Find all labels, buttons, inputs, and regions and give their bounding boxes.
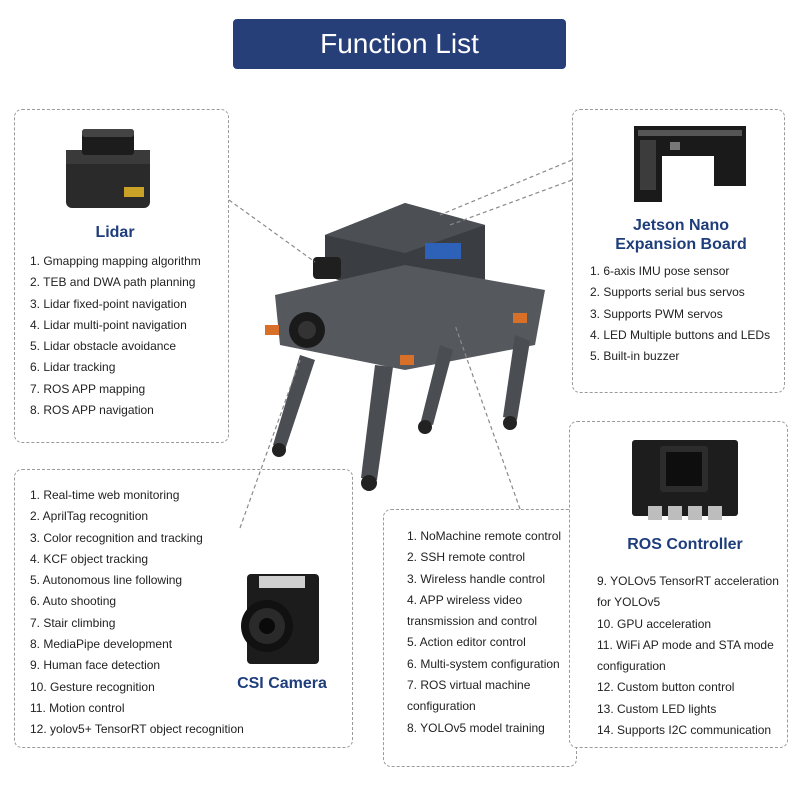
- csi-camera-image: [241, 574, 319, 664]
- list-item: 3. Supports PWM servos: [590, 306, 723, 321]
- remote-control-feature-list: 1. NoMachine remote control 2. SSH remot…: [407, 526, 573, 739]
- list-item: 1. Real-time web monitoring: [30, 488, 180, 502]
- list-item: 13. Custom LED lights: [597, 701, 717, 716]
- list-item: 6. Auto shooting: [30, 594, 117, 609]
- list-item: 7. ROS APP mapping: [30, 381, 146, 396]
- lidar-heading: Lidar: [95, 224, 135, 241]
- list-item: 10. GPU acceleration: [597, 616, 712, 631]
- list-item: 1. 6-axis IMU pose sensor: [590, 264, 730, 278]
- list-item: 6. Multi-system configuration: [407, 656, 560, 671]
- ros-controller-heading: ROS Controller: [627, 536, 743, 553]
- title-banner: Function List: [233, 19, 566, 69]
- ros-controller-image: [632, 440, 738, 520]
- list-item: 4. KCF object tracking: [30, 551, 149, 566]
- list-item: 11. Motion control: [30, 700, 125, 715]
- jetson-feature-list: 1. 6-axis IMU pose sensor 2. Supports se…: [590, 261, 780, 367]
- list-item: 12. Custom button control: [597, 680, 735, 695]
- list-item: 7. Stair climbing: [30, 615, 116, 630]
- list-item: 9. Human face detection: [30, 658, 161, 673]
- list-item: 2. Supports serial bus servos: [590, 285, 745, 300]
- list-item: 3. Lidar fixed-point navigation: [30, 296, 187, 311]
- jetson-heading: Jetson Nano Expansion Board: [615, 217, 747, 253]
- list-item: 7. ROS virtual machine configuration: [407, 678, 531, 714]
- list-item: 14. Supports I2C communication: [597, 723, 772, 738]
- lidar-feature-list: 1. Gmapping mapping algorithm 2. TEB and…: [30, 251, 225, 421]
- list-item: 5. Lidar obstacle avoidance: [30, 339, 177, 354]
- remote-control-panel: [383, 509, 577, 767]
- list-item: 2. TEB and DWA path planning: [30, 275, 196, 290]
- jetson-panel: [572, 109, 785, 393]
- camera-heading: CSI Camera: [237, 675, 327, 692]
- list-item: 6. Lidar tracking: [30, 360, 116, 375]
- list-item: 4. Lidar multi-point navigation: [30, 317, 187, 332]
- camera-feature-list: 1. Real-time web monitoring 2. AprilTag …: [30, 485, 280, 741]
- list-item: 3. Wireless handle control: [407, 571, 546, 586]
- expansion-board-image: [634, 126, 746, 202]
- list-item: 2. SSH remote control: [407, 550, 526, 565]
- list-item: 5. Built-in buzzer: [590, 349, 680, 364]
- list-item: 4. APP wireless video transmission and c…: [407, 592, 538, 629]
- list-item: 5. Action editor control: [407, 635, 526, 650]
- list-item: 12. yolov5+ TensorRT object recognition: [30, 722, 244, 737]
- list-item: 8. ROS APP navigation: [30, 403, 154, 418]
- lidar-sensor-image: [66, 129, 150, 208]
- list-item: 1. Gmapping mapping algorithm: [30, 254, 201, 268]
- list-item: 11. WiFi AP mode and STA mode configurat…: [597, 637, 774, 674]
- list-item: 2. AprilTag recognition: [30, 509, 149, 524]
- list-item: 1. NoMachine remote control: [407, 529, 562, 543]
- list-item: 8. MediaPipe development: [30, 637, 173, 652]
- list-item: 10. Gesture recognition: [30, 679, 155, 694]
- list-item: 3. Color recognition and tracking: [30, 530, 203, 545]
- list-item: 9. YOLOv5 TensorRT acceleration for YOLO…: [597, 574, 779, 610]
- ros-controller-feature-list: 9. YOLOv5 TensorRT acceleration for YOLO…: [597, 571, 783, 741]
- robot-dog-image: [265, 203, 545, 491]
- list-item: 5. Autonomous line following: [30, 573, 183, 588]
- list-item: 4. LED Multiple buttons and LEDs: [590, 327, 771, 342]
- list-item: 8. YOLOv5 model training: [407, 720, 545, 735]
